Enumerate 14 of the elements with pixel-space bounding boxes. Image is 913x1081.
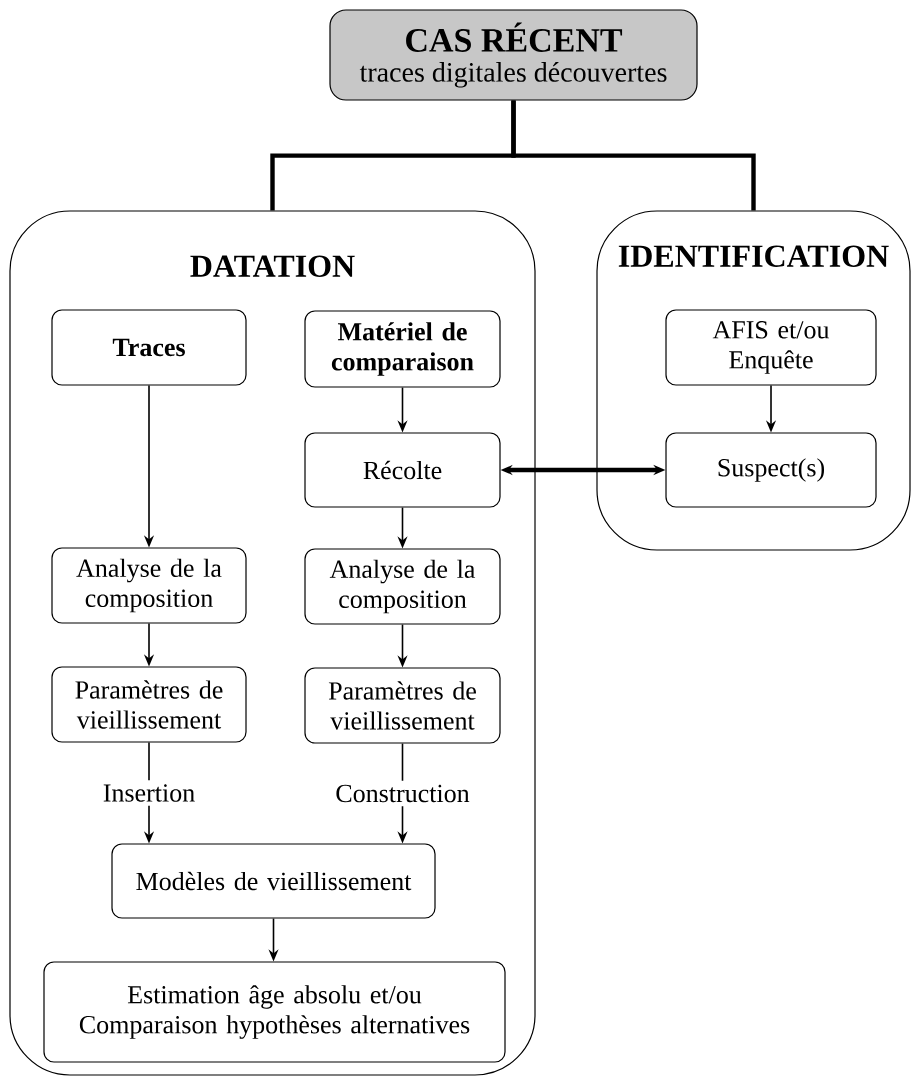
process-box: Récolte (304, 432, 501, 508)
process-box: Suspect(s) (665, 432, 877, 508)
process-box: Modèles de vieillissement (111, 843, 436, 919)
process-box: Analyse de la composition (51, 547, 247, 624)
process-box: Traces (51, 309, 247, 386)
edge-label: Insertion (98, 780, 200, 806)
process-box: Paramètres de vieillissement (304, 667, 501, 744)
edge-label: Construction (331, 780, 474, 807)
process-box: Estimation âge absolu et/ou Comparaison hypothèses alternatives (43, 961, 506, 1063)
process-box: Matériel de comparaison (304, 310, 501, 388)
process-box: AFIS et/ou Enquête (665, 309, 877, 386)
process-box: Analyse de la composition (304, 548, 501, 625)
process-box: Paramètres de vieillissement (51, 666, 247, 743)
case-box: CAS RÉCENT traces digitales découvertes (329, 9, 698, 101)
